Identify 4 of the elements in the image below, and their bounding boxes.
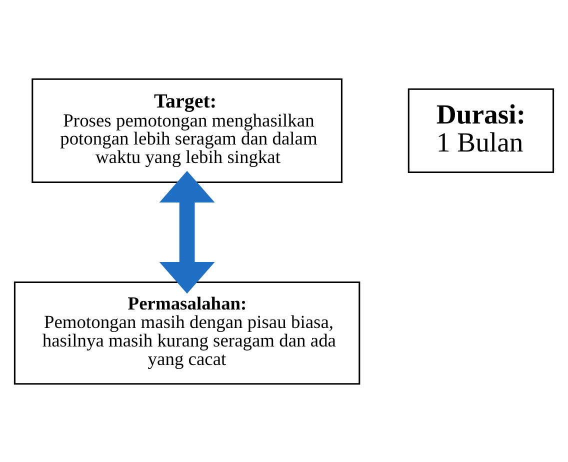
arrow [159,170,215,294]
node-box: Target: Proses pemotongan menghasilkan potongan lebih seragam dan dalam waktu yang lebih singkat [32,78,342,183]
node-box: Durasi: 1 Bulan [408,88,554,173]
node-box: Permasalahan: Pemotongan masih dengan pisau biasa, hasilnya masih kurang seragam dan ada yang cacat [14,281,360,384]
